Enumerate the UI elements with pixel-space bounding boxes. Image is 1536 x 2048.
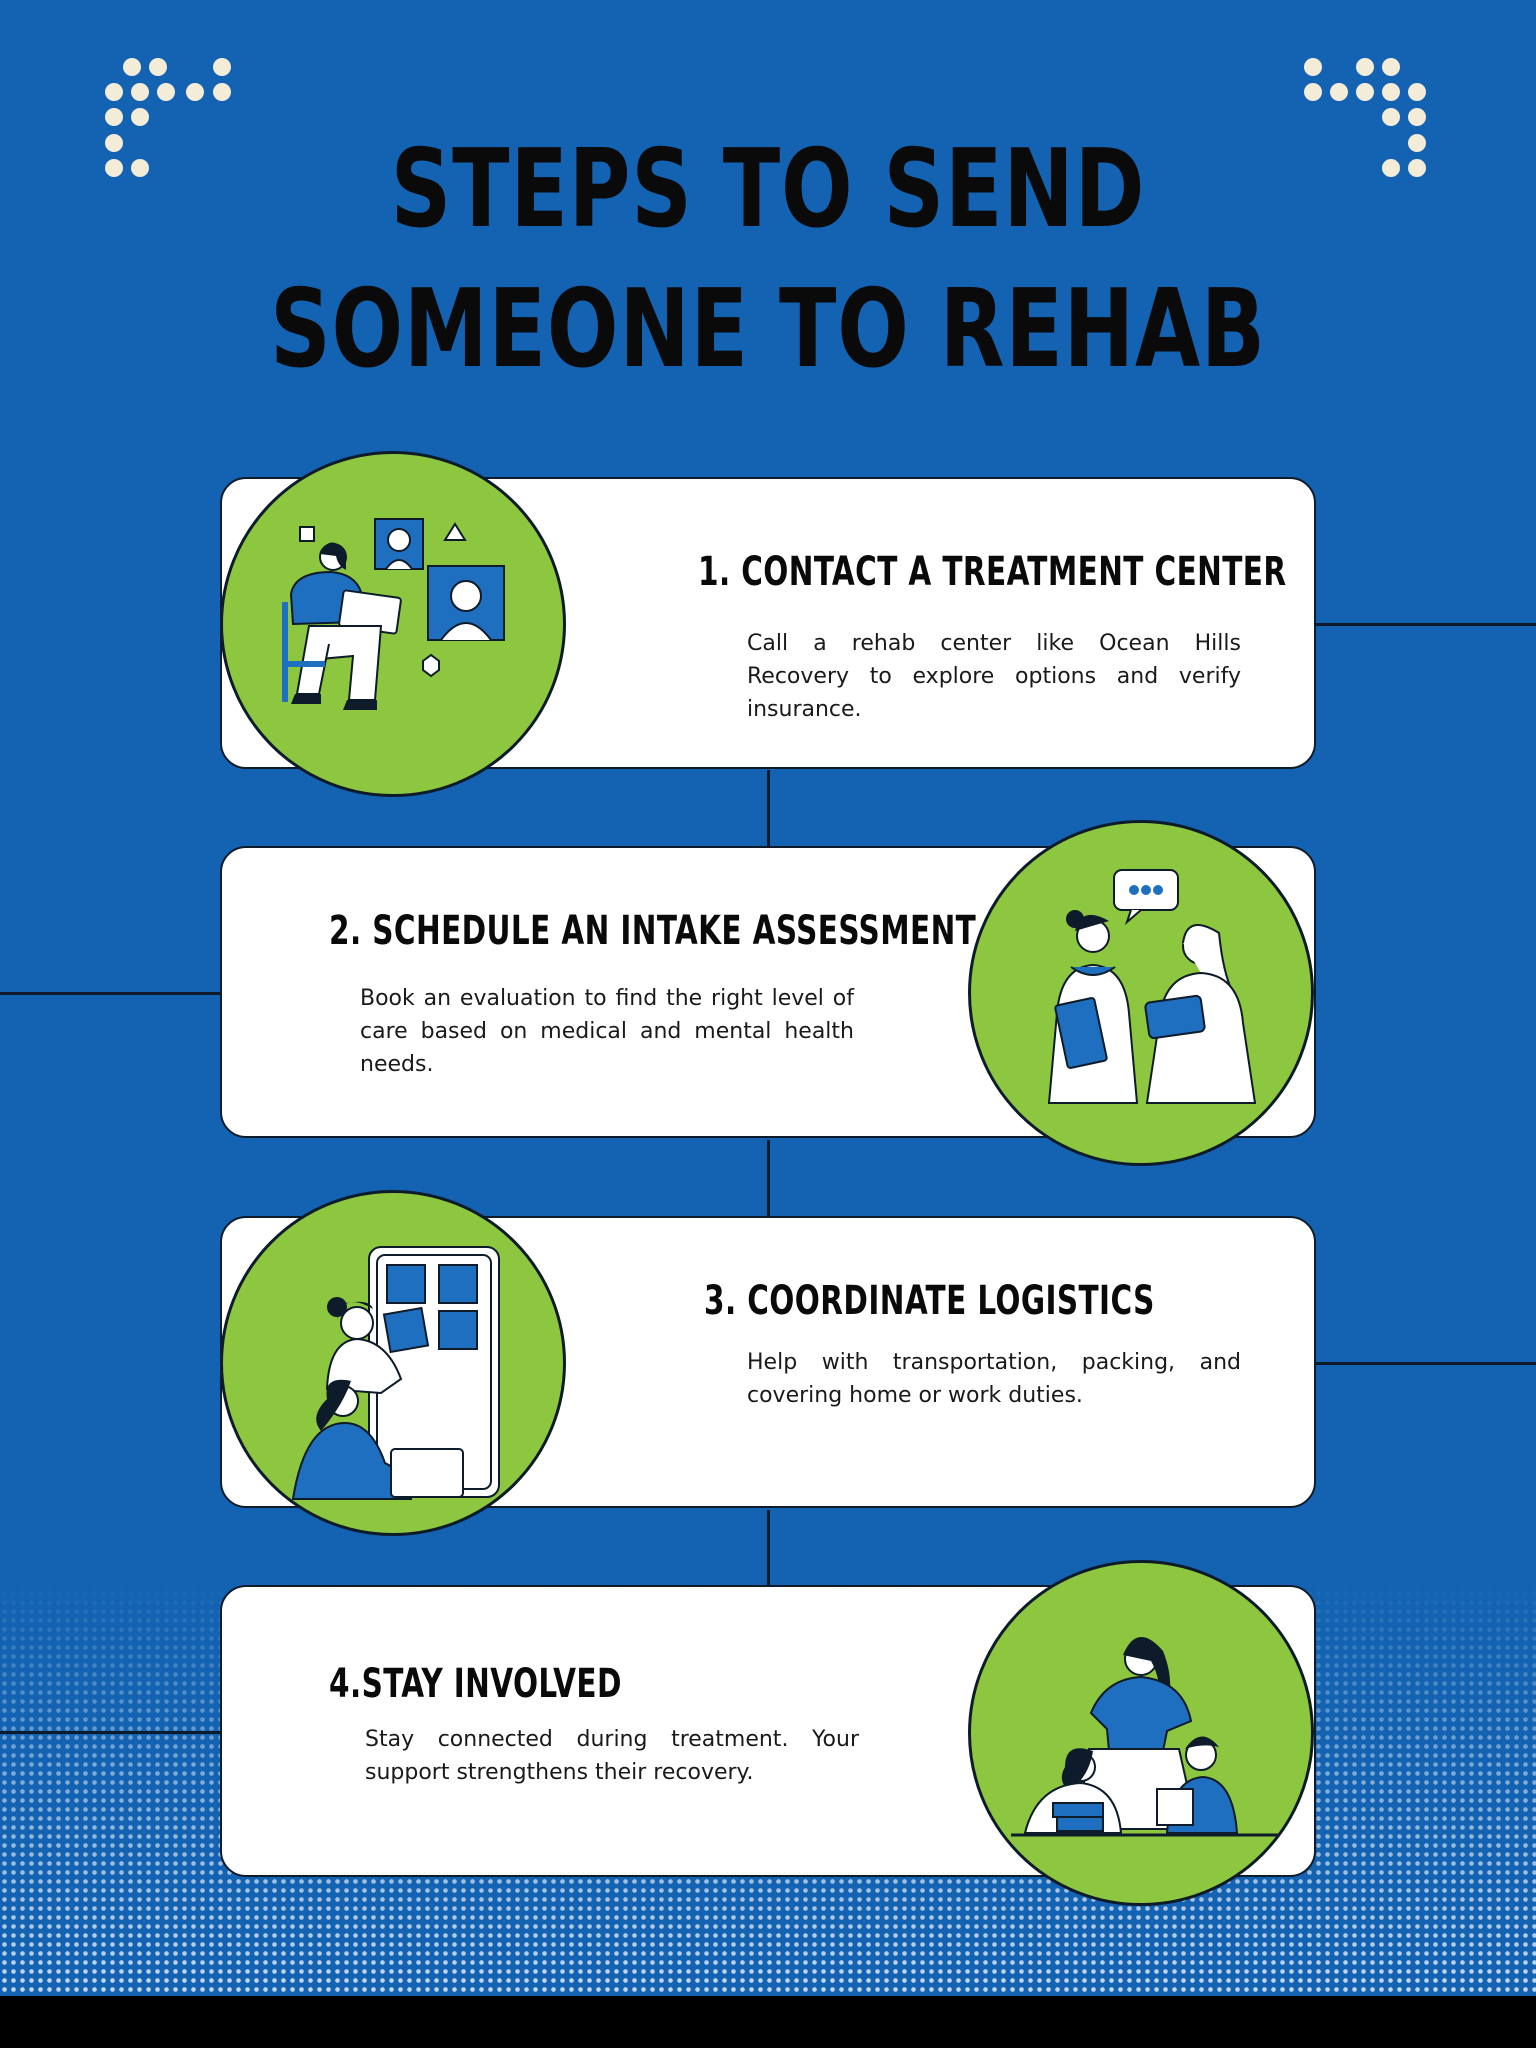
page-title: STEPS TO SEND SOMEONE TO REHAB	[169, 120, 1367, 400]
connector-right-1	[1316, 623, 1536, 626]
family-support-illustration-icon	[968, 1560, 1314, 1906]
step-3-title: 3. COORDINATE LOGISTICS	[704, 1278, 1155, 1324]
title-line-1: STEPS TO SEND	[390, 127, 1146, 252]
connector-vertical-3	[767, 1510, 770, 1588]
bottom-bar	[0, 1996, 1536, 2048]
step-1-description: Call a rehab center like Ocean Hills Rec…	[747, 631, 1241, 722]
consultation-illustration-icon	[968, 820, 1314, 1166]
title-line-2: SOMEONE TO REHAB	[270, 267, 1266, 392]
step-1-title: 1. CONTACT A TREATMENT CENTER	[698, 549, 1287, 595]
step-2-description: Book an evaluation to find the right lev…	[360, 986, 854, 1077]
connector-vertical-2	[767, 1140, 770, 1218]
connector-left-2	[0, 992, 220, 995]
connector-vertical-1	[767, 770, 770, 848]
step-4-description: Stay connected during treatment. Your su…	[365, 1727, 859, 1785]
connector-right-3	[1316, 1362, 1536, 1365]
step-4-title: 4.STAY INVOLVED	[329, 1661, 622, 1707]
step-2-title: 2. SCHEDULE AN INTAKE ASSESSMENT	[329, 908, 977, 954]
video-call-illustration-icon	[220, 451, 566, 797]
puzzle-teamwork-illustration-icon	[220, 1190, 566, 1536]
step-3-description: Help with transportation, packing, and c…	[747, 1350, 1241, 1408]
connector-left-4	[0, 1731, 220, 1734]
